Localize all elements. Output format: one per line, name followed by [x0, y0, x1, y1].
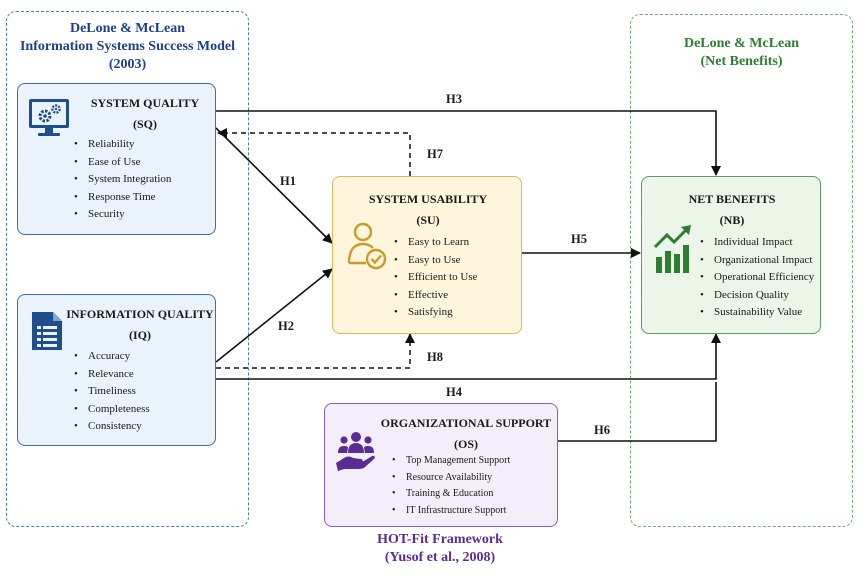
list-item: Accuracy — [74, 348, 150, 366]
organizational-support-list: Top Management Support Resource Availabi… — [392, 453, 510, 519]
net-benefits-name: NET BENEFITS — [688, 192, 776, 206]
list-item: Easy to Learn — [394, 234, 477, 252]
region-delone-mclean-left — [6, 11, 249, 527]
information-quality-abbr: (IQ) — [129, 328, 151, 342]
system-quality-name: SYSTEM QUALITY — [90, 96, 200, 110]
list-item: Easy to Use — [394, 252, 477, 270]
list-item: Sustainability Value — [700, 304, 814, 322]
list-item: Decision Quality — [700, 287, 814, 305]
region-title-right-line1: DeLone & McLean — [683, 36, 800, 51]
list-item: Ease of Use — [74, 154, 171, 172]
arrow-h8 — [216, 333, 415, 369]
region-title-right-line2: (Net Benefits) — [700, 54, 783, 69]
region-title-right: DeLone & McLean (Net Benefits) — [630, 35, 853, 71]
list-item: Response Time — [74, 189, 171, 207]
organizational-support-abbr: (OS) — [454, 437, 478, 451]
list-item: IT Infrastructure Support — [392, 503, 510, 520]
net-benefits-abbr: (NB) — [719, 213, 745, 227]
system-usability-name: SYSTEM USABILITY — [368, 192, 488, 206]
list-item: Effective — [394, 287, 477, 305]
region-title-hotfit-line1: HOT-Fit Framework — [377, 532, 503, 547]
label-h7: H7 — [427, 147, 443, 161]
document-icon — [30, 310, 64, 357]
user-check-icon — [346, 221, 388, 276]
net-benefits-title: NET BENEFITS (NB) — [642, 191, 822, 229]
group-hand-icon — [334, 429, 378, 478]
list-item: Satisfying — [394, 304, 477, 322]
system-usability-list: Easy to Learn Easy to Use Efficient to U… — [394, 234, 478, 322]
information-quality-title: INFORMATION QUALITY (IQ) — [66, 306, 214, 344]
list-item: Operational Efficiency — [700, 269, 814, 287]
region-title-hotfit-line2: (Yusof et al., 2008) — [384, 550, 496, 565]
region-title-hotfit: HOT-Fit Framework (Yusof et al., 2008) — [300, 531, 580, 567]
region-delone-mclean-right — [630, 14, 853, 527]
list-item: Security — [74, 206, 171, 224]
system-quality-list: Reliability Ease of Use System Integrati… — [74, 136, 171, 224]
information-quality-box: INFORMATION QUALITY (IQ) Accuracy Releva… — [17, 294, 216, 446]
label-h2: H2 — [278, 319, 294, 333]
label-h1: H1 — [280, 174, 296, 188]
list-item: Top Management Support — [392, 453, 510, 470]
system-usability-title: SYSTEM USABILITY (SU) — [333, 191, 523, 229]
list-item: Reliability — [74, 136, 171, 154]
label-h4: H4 — [446, 385, 462, 399]
system-usability-box: SYSTEM USABILITY (SU) Easy to Learn Easy… — [332, 176, 522, 334]
arrow-h7 — [217, 128, 411, 176]
list-item: Organizational Impact — [700, 252, 814, 270]
arrow-h2 — [215, 268, 333, 363]
information-quality-name: INFORMATION QUALITY — [66, 307, 214, 321]
monitor-gear-icon — [27, 96, 71, 145]
system-usability-abbr: (SU) — [416, 213, 440, 227]
system-quality-title: SYSTEM QUALITY (SQ) — [78, 95, 212, 133]
region-title-left: DeLone & McLean Information Systems Succ… — [6, 20, 249, 74]
list-item: Timeliness — [74, 383, 150, 401]
growth-chart-icon — [653, 223, 695, 282]
organizational-support-name: ORGANIZATIONAL SUPPORT — [380, 416, 552, 430]
list-item: Efficient to Use — [394, 269, 478, 287]
arrow-h6 — [558, 382, 717, 442]
information-quality-list: Accuracy Relevance Timeliness Completene… — [74, 348, 150, 436]
system-quality-box: SYSTEM QUALITY (SQ) Reliability Ease of … — [17, 83, 216, 235]
arrow-h4 — [216, 333, 721, 380]
list-item: Consistency — [74, 418, 150, 436]
list-item: Completeness — [74, 401, 150, 419]
system-quality-abbr: (SQ) — [133, 117, 157, 131]
list-item: Training & Education — [392, 486, 510, 503]
label-h5: H5 — [571, 232, 587, 246]
region-title-left-line1: DeLone & McLean — [69, 21, 186, 36]
list-item: Resource Availability — [392, 470, 510, 487]
label-h6: H6 — [594, 423, 610, 437]
region-title-left-line2: Information Systems Success Model — [19, 39, 236, 54]
organizational-support-box: ORGANIZATIONAL SUPPORT (OS) Top Manageme… — [324, 403, 558, 527]
list-item: System Integration — [74, 171, 171, 189]
region-title-left-line3: (2003) — [108, 57, 147, 72]
list-item: Individual Impact — [700, 234, 814, 252]
arrow-h1 — [215, 127, 333, 244]
net-benefits-list: Individual Impact Organizational Impact … — [700, 234, 814, 322]
net-benefits-box: NET BENEFITS (NB) Individual Impact Orga… — [641, 176, 821, 334]
label-h8: H8 — [427, 350, 443, 364]
arrow-h3 — [216, 110, 721, 176]
organizational-support-title: ORGANIZATIONAL SUPPORT (OS) — [377, 415, 555, 453]
label-h3: H3 — [446, 92, 462, 106]
list-item: Relevance — [74, 366, 150, 384]
